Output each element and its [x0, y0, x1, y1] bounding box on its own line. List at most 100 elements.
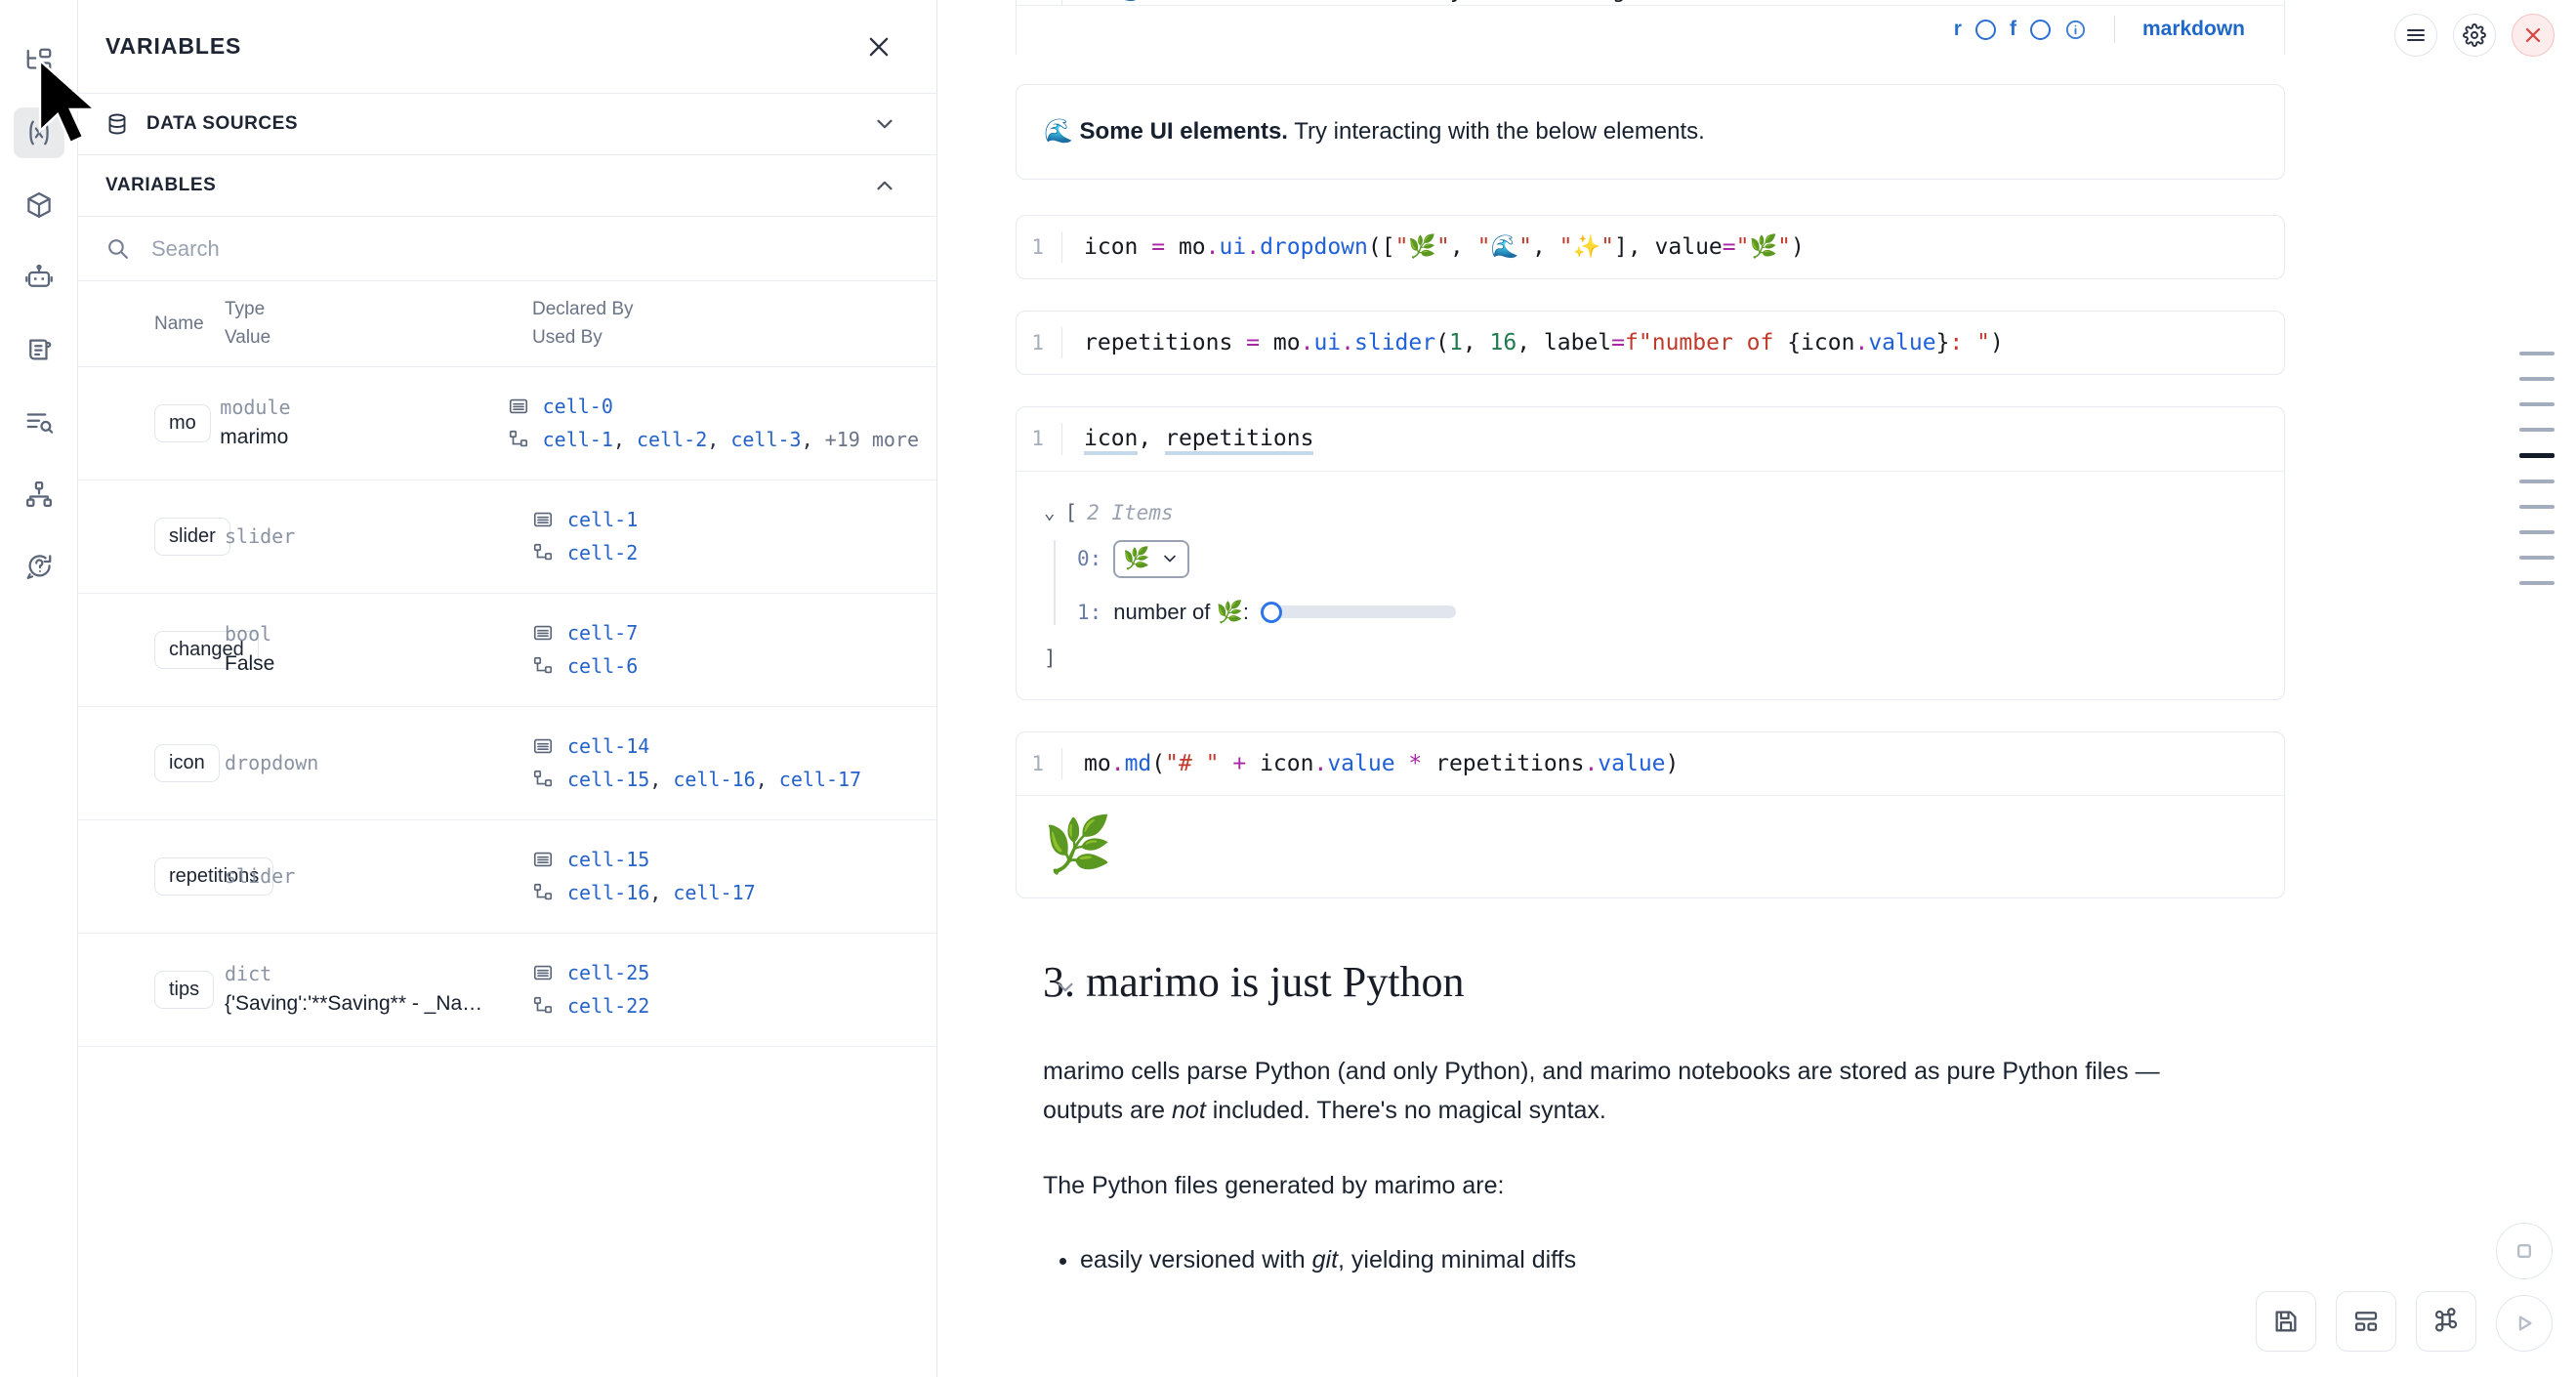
chat-bot-icon[interactable]: [14, 252, 64, 303]
variable-name-chip[interactable]: changed: [154, 630, 259, 669]
more-cells-label[interactable]: +19 more: [824, 428, 919, 452]
markdown-cell-source[interactable]: 1 ""🌊 Some UI elements."" Try interactin…: [1016, 0, 2285, 55]
cell-link[interactable]: cell-3: [730, 428, 802, 452]
cell-links[interactable]: cell-1, cell-2, cell-3, +19 more: [542, 428, 919, 452]
chevron-down-icon[interactable]: ⌄: [1044, 501, 1056, 523]
cell-link[interactable]: cell-17: [778, 768, 862, 792]
cell-links[interactable]: cell-16, cell-17: [567, 881, 756, 905]
dependency-graph-icon[interactable]: [14, 469, 64, 520]
minimap-dash[interactable]: [2519, 352, 2555, 355]
list-viewer-header[interactable]: ⌄ [ 2 Items: [1044, 501, 2284, 524]
cell-link[interactable]: cell-1: [567, 508, 639, 532]
cell-link[interactable]: cell-1: [542, 428, 613, 452]
minimap-dash[interactable]: [2519, 402, 2555, 406]
slider-widget[interactable]: [1260, 601, 1456, 623]
cell-link[interactable]: cell-15: [567, 768, 650, 792]
cell-code-text[interactable]: icon, repetitions: [1061, 423, 1314, 456]
cell-toolbar: r f markdown: [1017, 5, 2284, 55]
play-icon[interactable]: [2496, 1295, 2553, 1352]
cell-link[interactable]: cell-17: [673, 881, 756, 905]
cell-link[interactable]: cell-22: [567, 994, 650, 1019]
cell-link[interactable]: cell-25: [567, 961, 650, 985]
cell-link[interactable]: cell-6: [567, 654, 639, 679]
variable-name-chip[interactable]: mo: [154, 403, 211, 442]
packages-icon[interactable]: [14, 180, 64, 230]
file-explorer-icon[interactable]: [14, 35, 64, 86]
save-icon[interactable]: [2256, 1291, 2316, 1352]
search-input[interactable]: [151, 235, 909, 262]
variables-icon[interactable]: [13, 107, 64, 158]
close-icon[interactable]: [2512, 14, 2555, 57]
cell-links[interactable]: cell-7: [567, 621, 638, 645]
layout-icon[interactable]: [2336, 1291, 2396, 1352]
close-icon[interactable]: [860, 28, 897, 65]
cell-links[interactable]: cell-2: [567, 541, 638, 564]
section-variables[interactable]: VARIABLES: [78, 155, 936, 217]
cell-link[interactable]: cell-14: [567, 734, 650, 759]
slider-knob[interactable]: [1260, 601, 1282, 623]
cell-code-text[interactable]: mo.md("# " + icon.value * repetitions.va…: [1061, 747, 1679, 779]
cell-link[interactable]: cell-16: [567, 881, 650, 905]
cell-links[interactable]: cell-15: [567, 848, 649, 871]
chevron-down-icon[interactable]: [872, 111, 897, 137]
code-cell-slider[interactable]: 1 repetitions = mo.ui.slider(1, 16, labe…: [1016, 311, 2285, 376]
cell-links[interactable]: cell-14: [567, 734, 649, 758]
cell-language-label[interactable]: markdown: [2141, 18, 2245, 40]
minimap-dash[interactable]: [2519, 581, 2555, 585]
help-icon[interactable]: [14, 541, 64, 592]
documentation-icon[interactable]: [14, 324, 64, 375]
cell-link[interactable]: cell-7: [567, 621, 639, 646]
collapse-chevron-icon[interactable]: [1053, 975, 1078, 1005]
menu-icon[interactable]: [2394, 14, 2437, 57]
cell-link[interactable]: cell-2: [636, 428, 708, 452]
section-data-sources[interactable]: DATA SOURCES: [78, 94, 936, 155]
variable-name-chip[interactable]: slider: [154, 517, 230, 556]
cell-links[interactable]: cell-15, cell-16, cell-17: [567, 768, 862, 792]
code-token: }: [1935, 330, 1950, 356]
minimap-dash[interactable]: [2519, 556, 2555, 560]
minimap-dash[interactable]: [2519, 377, 2555, 381]
variable-name-chip[interactable]: icon: [154, 743, 220, 782]
code-token: dropdown: [1260, 234, 1368, 260]
gear-icon[interactable]: [2453, 14, 2496, 57]
code-cell-display[interactable]: 1 icon, repetitions ⌄ [ 2 Items 0: 🌿: [1016, 406, 2285, 700]
cell-links[interactable]: cell-22: [567, 994, 649, 1018]
stop-icon[interactable]: [2496, 1223, 2553, 1279]
bullet-italic: git: [1311, 1246, 1339, 1274]
code-cell-md[interactable]: 1 mo.md("# " + icon.value * repetitions.…: [1016, 730, 2285, 898]
cell-link[interactable]: cell-15: [567, 848, 650, 872]
cell-link[interactable]: cell-2: [567, 541, 639, 565]
variable-name-chip[interactable]: tips: [154, 970, 215, 1009]
cell-links[interactable]: cell-0: [543, 395, 613, 418]
cell-code-text[interactable]: repetitions = mo.ui.slider(1, 16, label=…: [1061, 327, 2004, 359]
section-label: DATA SOURCES: [146, 113, 299, 134]
dropdown-widget[interactable]: 🌿: [1113, 539, 1189, 578]
minimap-scrollbar[interactable]: [2519, 352, 2555, 585]
minimap-dash[interactable]: [2519, 480, 2555, 483]
command-icon[interactable]: [2416, 1291, 2476, 1352]
cell-link[interactable]: cell-16: [673, 768, 756, 792]
outline-search-icon[interactable]: [14, 396, 64, 447]
minimap-dash[interactable]: [2519, 453, 2555, 458]
cell-code-text[interactable]: icon = mo.ui.dropdown(["🌿", "🌊", "✨"], v…: [1061, 231, 1805, 264]
minimap-dash[interactable]: [2519, 428, 2555, 432]
cell-link[interactable]: cell-0: [542, 395, 613, 419]
minimap-dash[interactable]: [2519, 505, 2555, 509]
slider-track[interactable]: [1269, 605, 1456, 619]
code-cell-dropdown[interactable]: 1 icon = mo.ui.dropdown(["🌿", "🌊", "✨"],…: [1016, 215, 2285, 280]
chevron-up-icon[interactable]: [872, 173, 897, 198]
cell-links[interactable]: cell-6: [567, 654, 638, 678]
info-icon[interactable]: [2064, 19, 2087, 41]
cell-links[interactable]: cell-25: [567, 961, 649, 984]
cell-links[interactable]: cell-1: [567, 508, 638, 531]
variable-name-chip[interactable]: repetitions: [154, 856, 274, 896]
minimap-dash[interactable]: [2519, 530, 2555, 534]
